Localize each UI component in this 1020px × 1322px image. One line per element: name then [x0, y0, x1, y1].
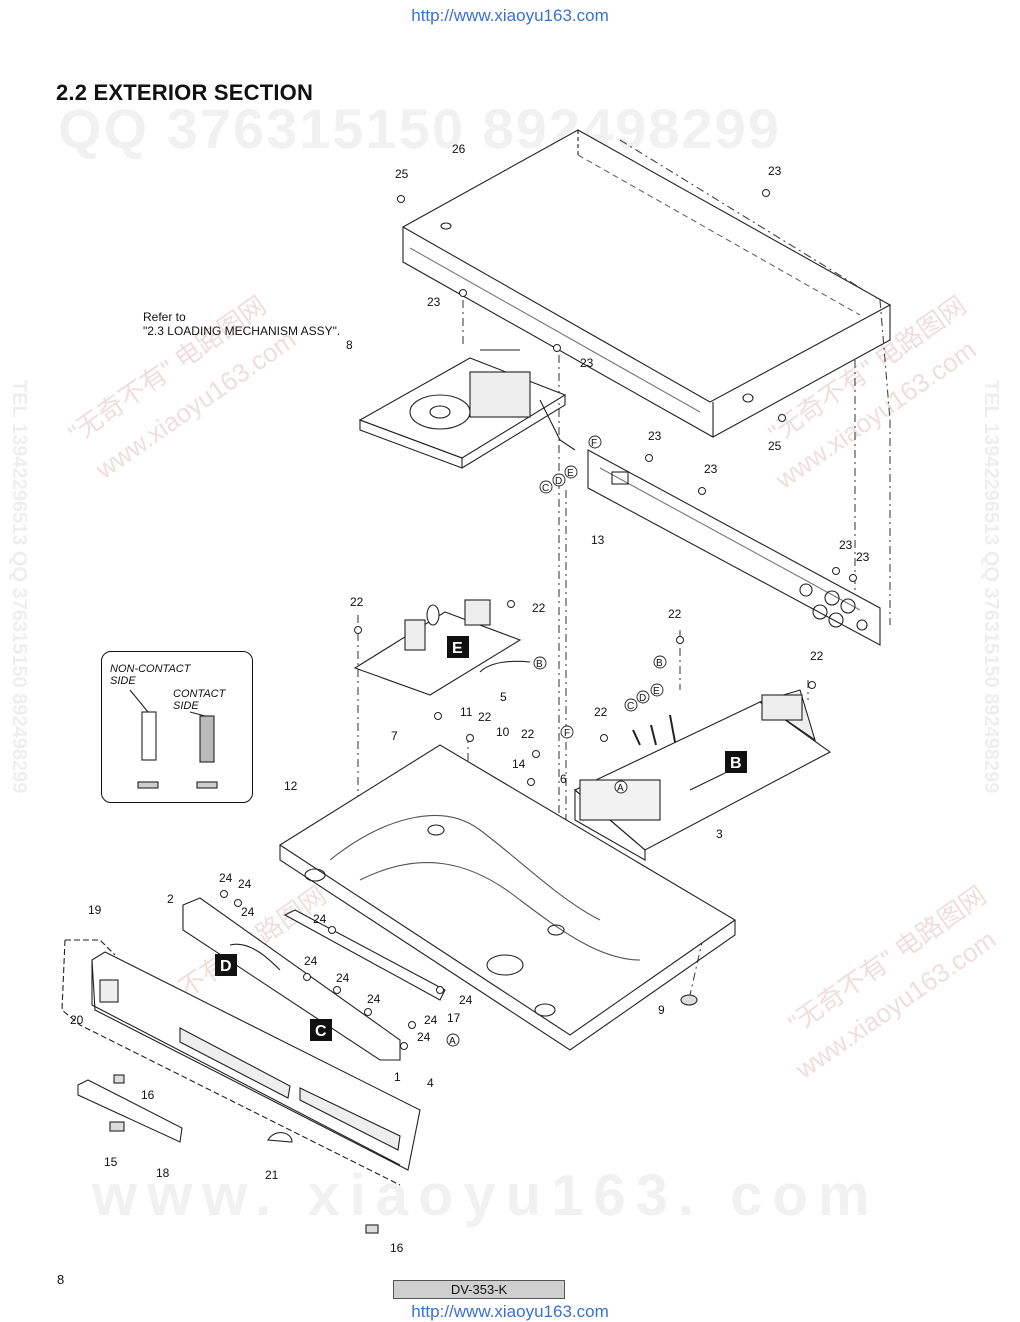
conn-d: D: [639, 693, 646, 704]
conn-d: D: [555, 476, 562, 487]
part-label: 24: [367, 992, 381, 1006]
watermark-site: www. xiaoyu163. com: [92, 1163, 880, 1228]
part-label: 24: [417, 1030, 431, 1044]
chassis: [278, 744, 737, 1051]
part-label: 23: [768, 164, 782, 178]
header-url-link[interactable]: http://www.xiaoyu163.com: [411, 6, 609, 25]
part-label: 23: [856, 550, 870, 564]
board-c-badge: [310, 1019, 332, 1041]
part-label: 10: [496, 725, 510, 739]
part-label: 21: [265, 1168, 279, 1182]
part-label: 19: [88, 903, 102, 917]
foot-16a: [113, 1074, 125, 1084]
conn-c: C: [542, 483, 549, 494]
flex-cable-inset: [101, 651, 253, 803]
non-contact-side-label: NON-CONTACT SIDE: [110, 663, 191, 687]
board-e-badge: [447, 636, 469, 658]
part-label: 16: [390, 1241, 404, 1255]
part-label: 13: [591, 533, 605, 547]
footer-url-link[interactable]: http://www.xiaoyu163.com: [411, 1302, 609, 1321]
board-d-badge: [215, 954, 237, 976]
front-panel: [61, 939, 421, 1186]
door: [77, 1079, 183, 1143]
part-label: 20: [70, 1013, 84, 1027]
part-label: 2: [167, 892, 174, 906]
part-label: 24: [336, 971, 350, 985]
part-label: 23: [580, 356, 594, 370]
part-label: 22: [478, 710, 492, 724]
part-label: 3: [716, 827, 723, 841]
board-c-label: C: [315, 1023, 327, 1040]
part-label: 24: [424, 1013, 438, 1027]
part-label: 15: [104, 1155, 118, 1169]
part-label: 14: [512, 757, 526, 771]
loading-mechanism: [358, 349, 576, 469]
part-label: 22: [521, 727, 535, 741]
board-d-label: D: [220, 958, 232, 975]
part-label: 9: [658, 1003, 665, 1017]
part-label: 22: [668, 607, 682, 621]
knob: [109, 1121, 125, 1132]
part-label: 24: [238, 877, 252, 891]
main-board-b: [573, 689, 832, 861]
reference-note-line2: "2.3 LOADING MECHANISM ASSY".: [143, 324, 341, 338]
page-title: 2.2 EXTERIOR SECTION: [56, 80, 314, 105]
part-label: 23: [839, 538, 853, 552]
foot: [680, 994, 698, 1006]
rear-panel: [587, 449, 881, 646]
conn-f: F: [591, 438, 597, 449]
part-label: 25: [395, 167, 409, 181]
part-label: 18: [156, 1166, 170, 1180]
watermark-qq: QQ 376315150 892498299: [58, 97, 781, 160]
part-label: 17: [447, 1011, 461, 1025]
part-label: 8: [346, 338, 353, 352]
part-label: 25: [768, 439, 782, 453]
board-b-badge: [725, 751, 747, 773]
reference-note-line1: Refer to: [143, 310, 186, 324]
part-label: 26: [452, 142, 466, 156]
part-label: 24: [459, 993, 473, 1007]
board-e-label: E: [452, 640, 463, 657]
conn-c: C: [627, 701, 634, 712]
part-label: 23: [704, 462, 718, 476]
part-label: 24: [304, 954, 318, 968]
part-label: 11: [460, 705, 473, 719]
part-label: 6: [560, 772, 567, 786]
part-label: 1: [394, 1070, 401, 1084]
part-label: 5: [500, 690, 507, 704]
conn-e: E: [567, 468, 574, 479]
part-label: 22: [350, 595, 364, 609]
part-label: 22: [594, 705, 608, 719]
part-label: 24: [313, 912, 327, 926]
part-label: 7: [391, 729, 398, 743]
part-label: 24: [219, 871, 233, 885]
board-b-label: B: [730, 755, 742, 772]
contact-side-label: CONTACT SIDE: [173, 688, 226, 712]
lens: [267, 1132, 293, 1143]
conn-b: B: [536, 659, 543, 670]
power-board-e: [353, 599, 531, 696]
conn-a: A: [449, 1036, 456, 1047]
conn-b: B: [656, 658, 663, 669]
part-label: 4: [427, 1076, 434, 1090]
reference-note: Refer to "2.3 LOADING MECHANISM ASSY".: [143, 310, 340, 338]
conn-e: E: [653, 686, 660, 697]
foot-16b: [365, 1224, 379, 1234]
part-label: 23: [648, 429, 662, 443]
part-label: 24: [241, 905, 255, 919]
part-label: 22: [532, 601, 546, 615]
front-bracket: [182, 897, 446, 1061]
part-label: 23: [427, 295, 441, 309]
page-number: 8: [57, 1272, 65, 1287]
part-label: 16: [141, 1088, 155, 1102]
part-label: 22: [810, 649, 824, 663]
model-name-box: DV-353-K: [393, 1280, 565, 1299]
conn-a: A: [617, 783, 624, 794]
part-label: 12: [284, 779, 298, 793]
conn-f: F: [564, 728, 570, 739]
